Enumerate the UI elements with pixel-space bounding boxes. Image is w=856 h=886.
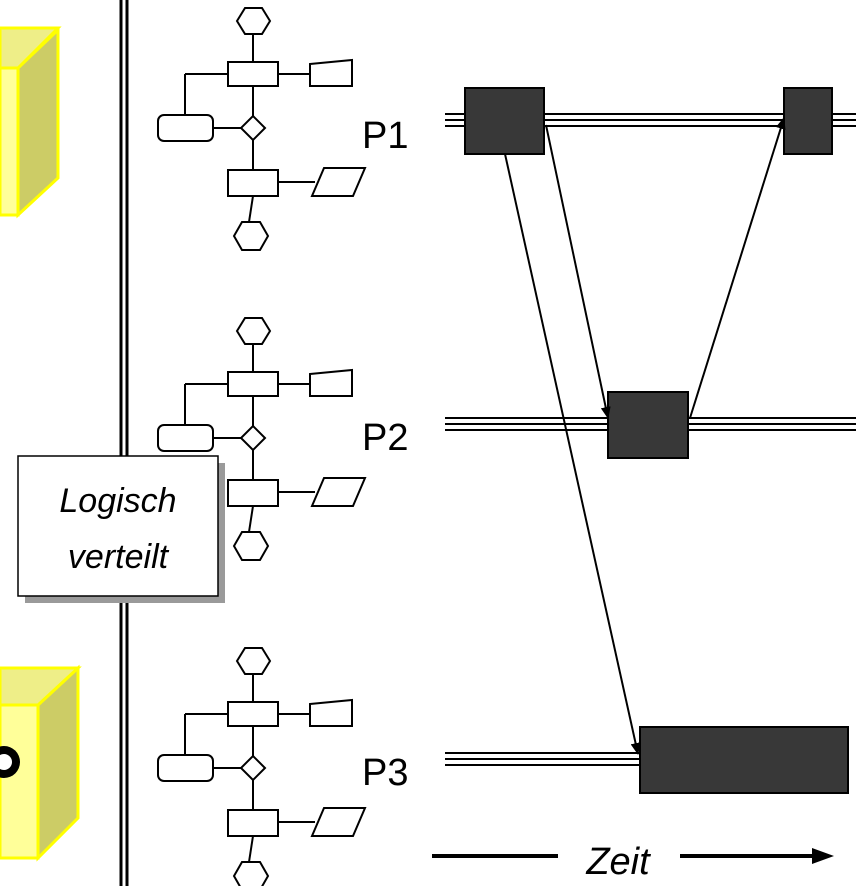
time-axis: Zeit xyxy=(432,841,834,883)
message-arrow-p2-to-p1 xyxy=(689,117,786,419)
message-arrow-p1-to-p3 xyxy=(504,153,641,755)
activity-block-p3 xyxy=(639,726,849,794)
activity-block-p1-start xyxy=(464,87,545,155)
flowchart-icon-p1 xyxy=(157,7,366,251)
activity-block-p2 xyxy=(607,391,689,459)
message-arrow-p1-to-p2 xyxy=(545,124,611,419)
note-line-1: Logisch xyxy=(59,482,176,520)
timeline-p3 xyxy=(445,752,640,766)
activity-block-p1-end xyxy=(783,87,833,155)
black-circle-icon xyxy=(0,746,20,778)
flowchart-icon-p3 xyxy=(157,647,366,886)
process-label-p1: P1 xyxy=(362,115,408,157)
process-label-p3: P3 xyxy=(362,752,408,794)
note-line-2: verteilt xyxy=(68,538,170,576)
yellow-cube-icon-top xyxy=(0,26,62,219)
vertical-separator xyxy=(119,0,129,886)
time-axis-label: Zeit xyxy=(585,841,651,883)
process-label-p2: P2 xyxy=(362,417,408,459)
yellow-cube-icon-bottom xyxy=(0,664,82,862)
note-box: Logisch verteilt xyxy=(17,455,225,603)
